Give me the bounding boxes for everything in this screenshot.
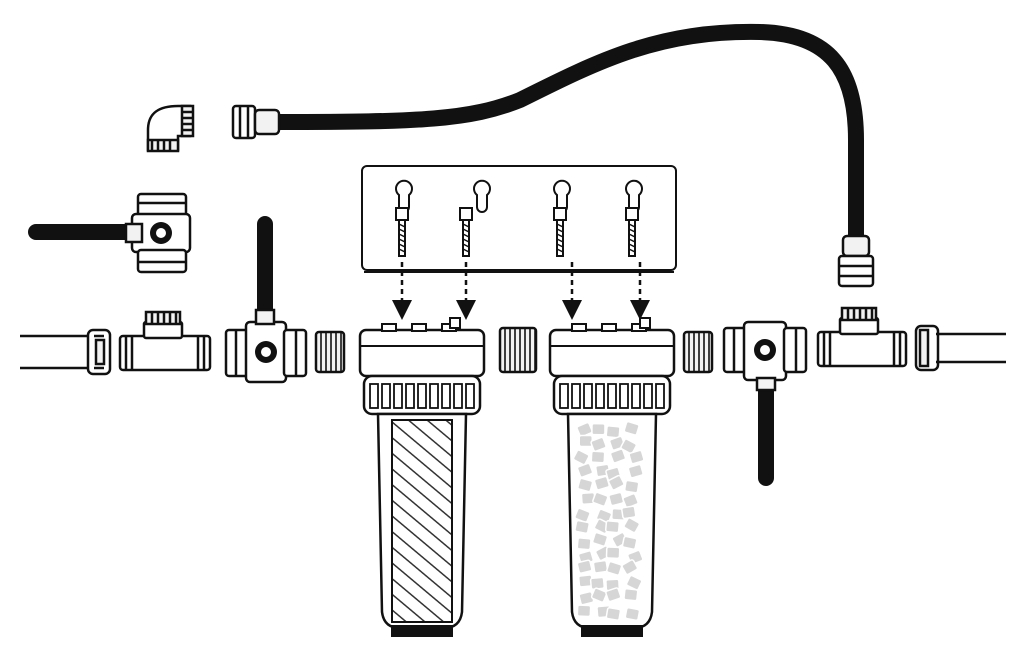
nipple-middle (498, 326, 538, 374)
tee-fitting-right (816, 306, 908, 368)
filter-housing-sediment (358, 317, 486, 637)
screw-4 (625, 179, 643, 257)
tee-fitting-left (118, 310, 212, 372)
screw-3 (553, 179, 571, 257)
ball-valve-outlet (722, 320, 808, 486)
nipple-right (682, 330, 714, 374)
mounting-screws (395, 179, 643, 257)
ball-valve-inlet (224, 216, 308, 384)
inlet-pipe (20, 328, 112, 376)
screw-2 (459, 179, 491, 257)
screw-1 (395, 179, 413, 257)
assembly-arrows (392, 262, 650, 320)
outlet-pipe (914, 324, 1006, 372)
ball-valve-top (28, 192, 192, 274)
elbow-fitting (146, 104, 195, 153)
flexible-hose (270, 23, 864, 246)
mounting-bracket (361, 165, 677, 273)
filter-housings (358, 317, 676, 637)
nipples (314, 326, 714, 374)
nipple-left (314, 330, 346, 374)
hose-connector-left (231, 104, 281, 140)
filter-housing-carbon (548, 317, 676, 637)
hose-connector-right (837, 234, 875, 288)
